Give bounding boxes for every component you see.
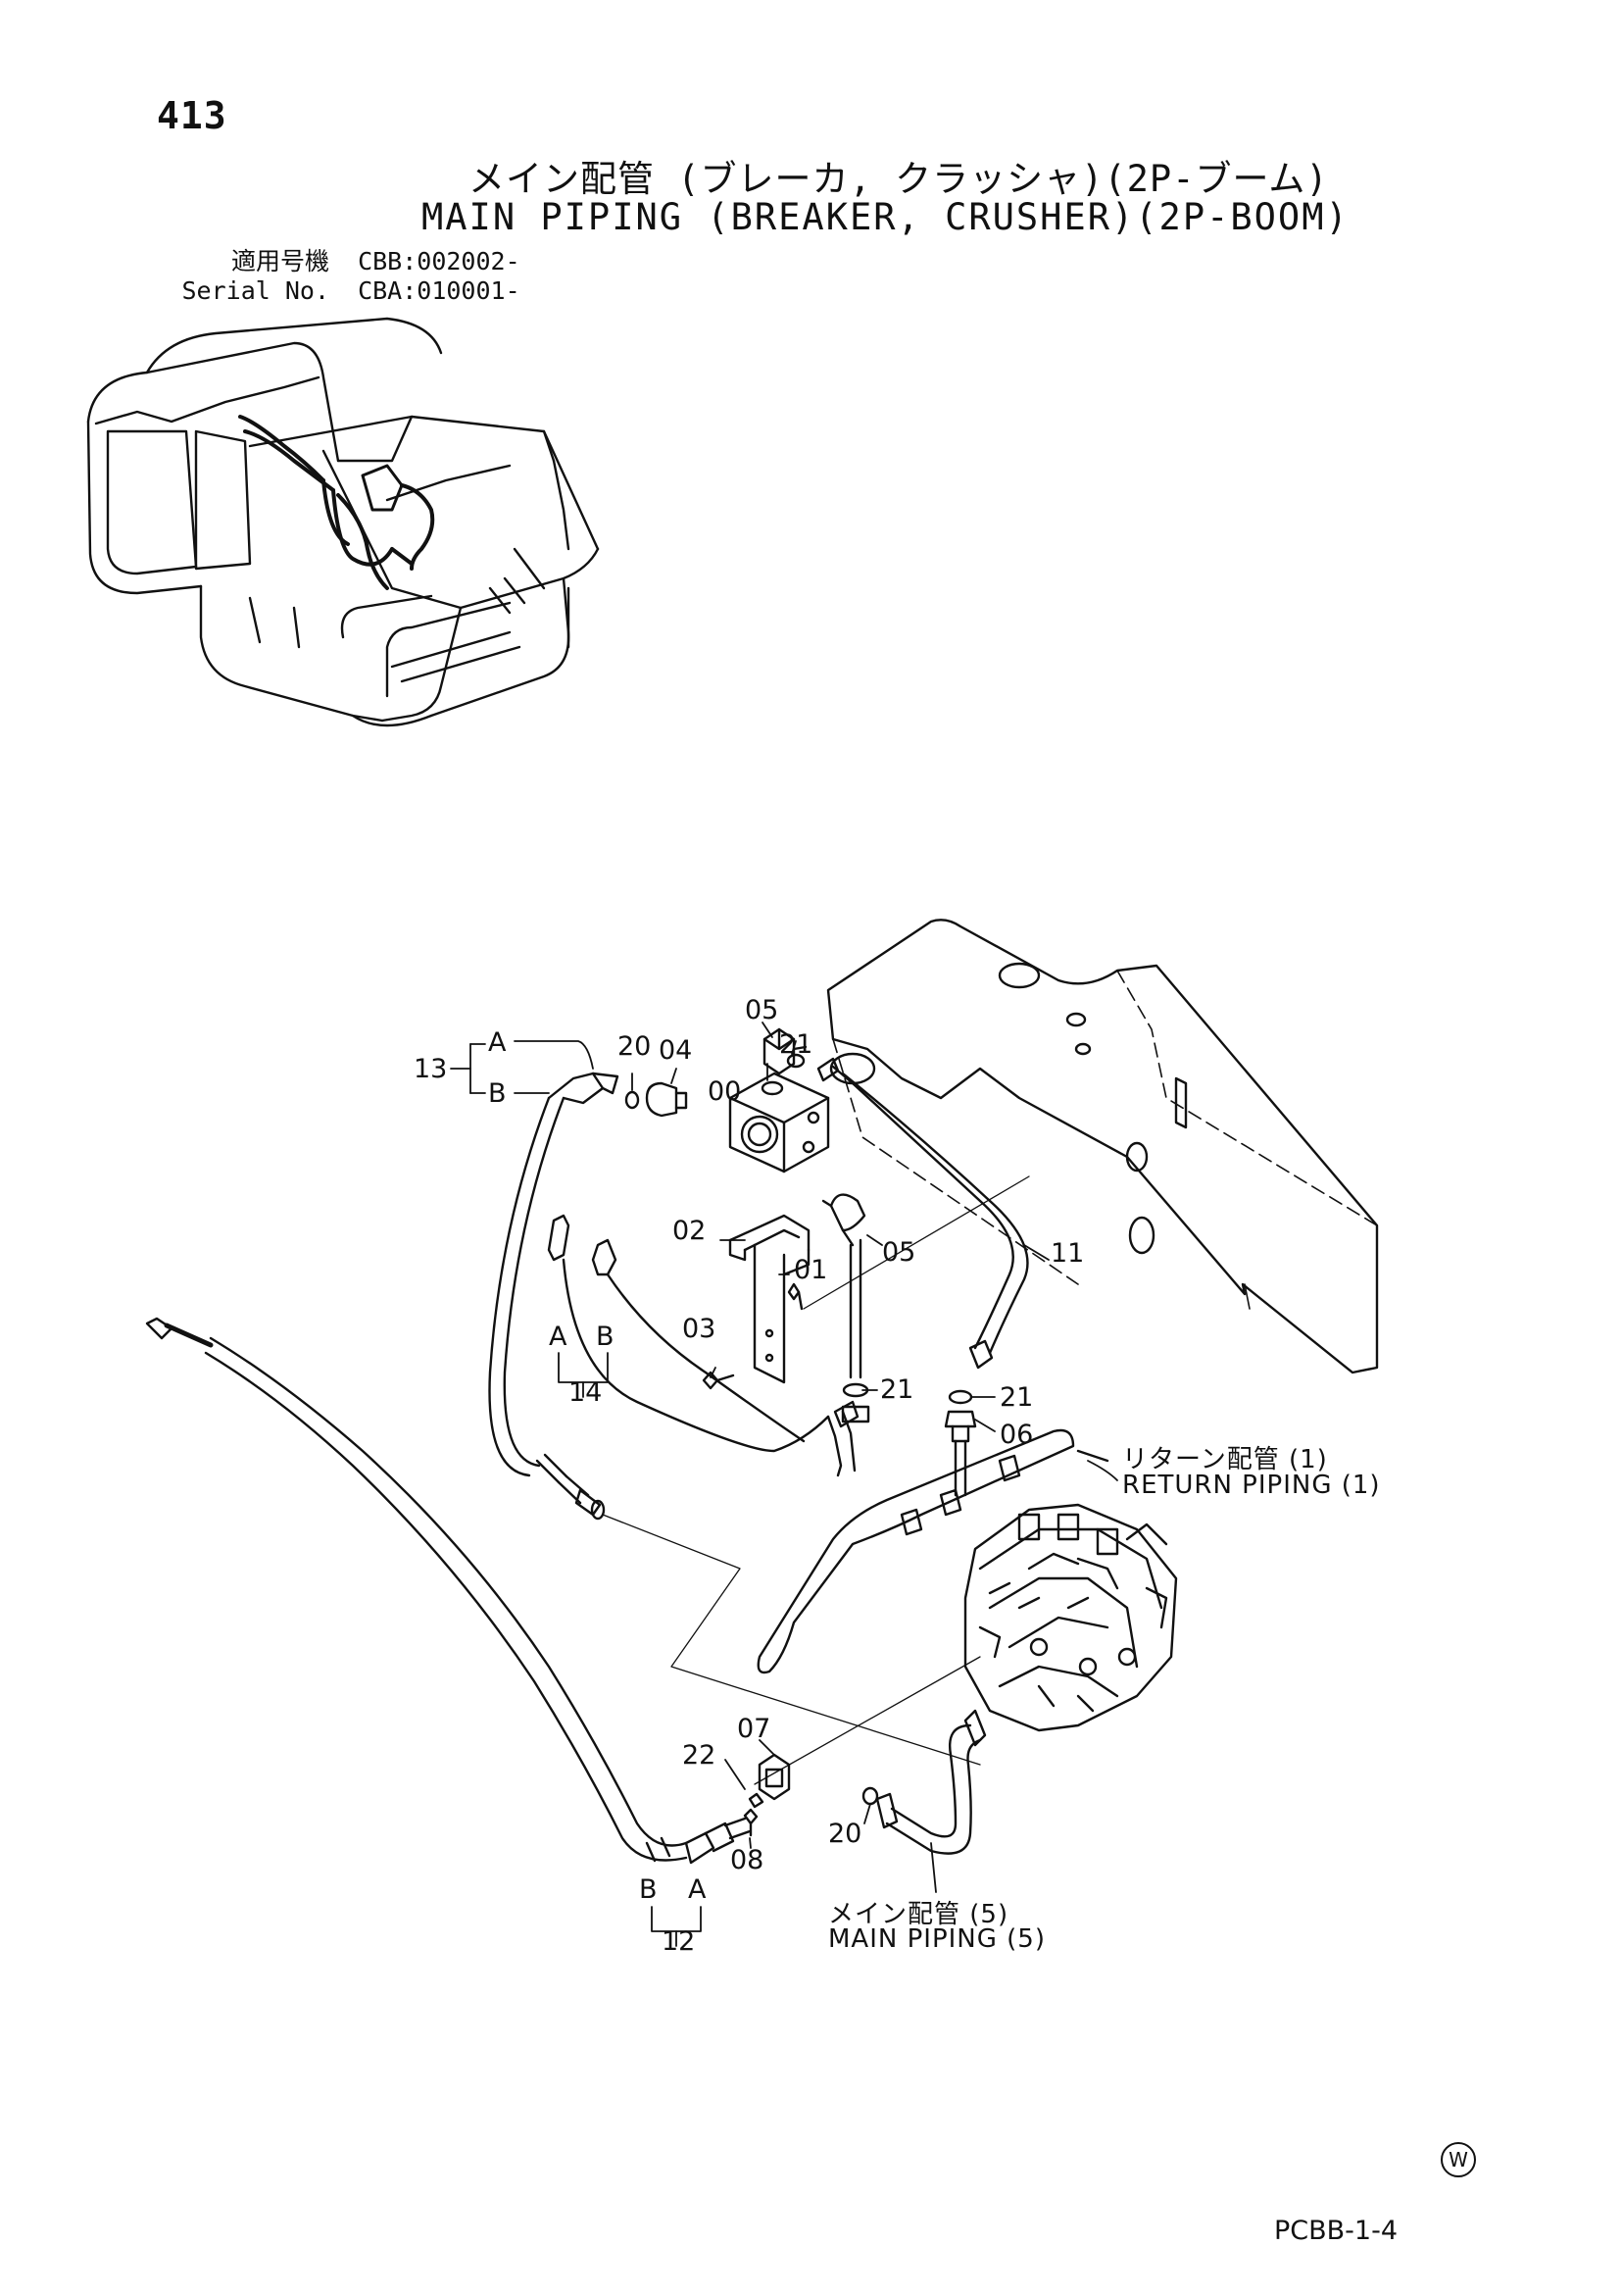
control-valve [963,1503,1178,1732]
callout-04: 04 [659,1035,693,1066]
callout-05-top: 05 [745,995,779,1025]
callout-01: 01 [794,1255,828,1285]
title-japanese: メイン配管 (ブレーカ, クラッシャ)(2P-ブーム) [468,158,1329,200]
serial-label-ja: 適用号機 [230,247,329,275]
return-piping [757,1428,1109,1674]
hose-12 [145,1317,752,1865]
valve-block [728,1072,830,1173]
elbow-05-lower [821,1193,866,1247]
callout-12: 12 [662,1926,696,1957]
boom-plate [826,919,1379,1374]
callout-12-a: A [688,1874,707,1905]
hose-11 [816,1057,1029,1370]
hose-13 [488,1072,619,1521]
fitting-04 [624,1081,688,1118]
main-piping-ja: メイン配管 (5) [828,1900,1009,1929]
hose-14 [547,1214,860,1477]
page-code: PCBB-1-4 [1274,2216,1399,2246]
o-ring-20-lower [861,1786,879,1806]
callout-14-a: A [549,1322,567,1352]
excavator-overview [86,317,600,727]
callout-06: 06 [1000,1420,1034,1450]
serial-row-ja: 適用号機 CBB:002002- [157,247,520,276]
callout-13: 13 [414,1054,448,1084]
callout-12-b: B [639,1874,658,1905]
fitting-06 [944,1389,977,1497]
return-piping-ja: リターン配管 (1) [1122,1445,1328,1474]
pipe-vertical [841,1238,870,1423]
serial-value-2: CBA:010001- [358,276,520,305]
flange-07 [743,1753,791,1837]
callout-14-b: B [596,1322,614,1352]
return-piping-en: RETURN PIPING (1) [1122,1471,1381,1500]
callout-07: 07 [737,1714,771,1744]
main-piping-en: MAIN PIPING (5) [828,1924,1046,1954]
callout-21-left: 21 [880,1374,914,1405]
serial-label-en: Serial No. [181,276,329,305]
callout-21-right: 21 [1000,1382,1034,1413]
leader-lines [450,1022,1118,1947]
callout-14: 14 [568,1377,603,1408]
callout-13-a: A [488,1027,507,1058]
callout-00: 00 [708,1076,742,1107]
callout-21-top: 21 [779,1029,813,1060]
callout-05-lower: 05 [882,1237,916,1268]
callout-20-lower: 20 [828,1819,862,1849]
title-english: MAIN PIPING (BREAKER, CRUSHER)(2P-BOOM) [421,196,1350,238]
elbow-05-top [762,1027,808,1075]
callout-11: 11 [1051,1238,1085,1269]
callout-03: 03 [682,1314,716,1344]
page-number: 413 [157,94,227,137]
callout-08: 08 [730,1845,764,1875]
bracket [702,1214,811,1390]
serial-row-en: Serial No. CBA:010001- [157,276,520,306]
serial-block: 適用号機 CBB:002002- Serial No. CBA:010001- [157,247,520,306]
callout-22: 22 [682,1740,716,1771]
callout-13-b: B [488,1078,507,1109]
watermark-badge: W [1441,2142,1476,2177]
callout-20-top: 20 [617,1031,652,1062]
callout-02: 02 [672,1216,707,1246]
serial-value-1: CBB:002002- [358,247,520,275]
main-piping [875,1709,987,1855]
